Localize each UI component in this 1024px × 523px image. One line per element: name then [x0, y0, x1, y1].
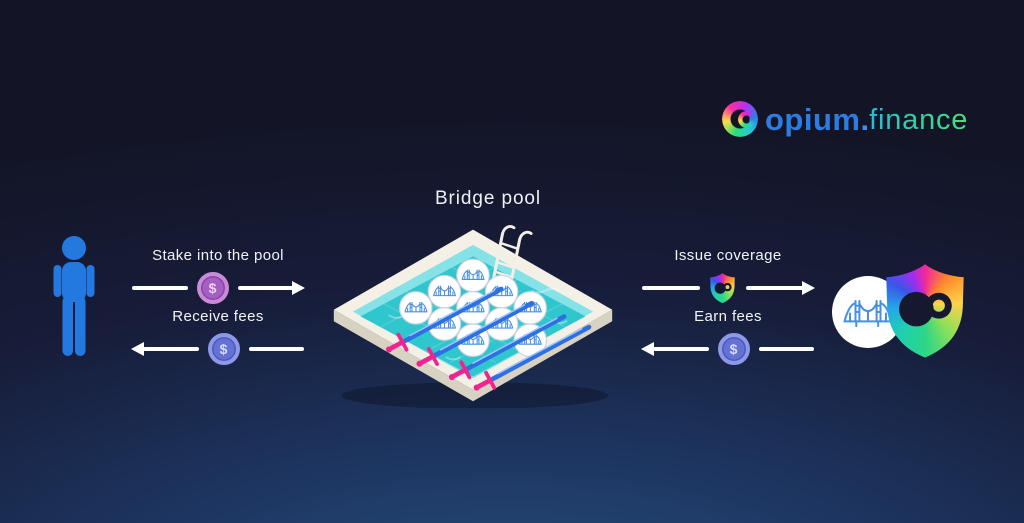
flow-earn: Earn fees $ — [641, 308, 814, 365]
sword-icon — [416, 300, 535, 367]
mark-inner-loop — [738, 111, 755, 128]
arrow-line — [642, 286, 700, 290]
flow-issue-label: Issue coverage — [674, 247, 782, 264]
flow-stake: Stake into the pool $ — [132, 247, 305, 304]
sword-icons — [385, 286, 592, 391]
opium-glyph-icon — [709, 272, 737, 305]
flow-stake-label: Stake into the pool — [152, 247, 284, 264]
pool-title: Bridge pool — [434, 188, 542, 209]
coverage-shield-icon — [709, 272, 737, 305]
flow-receive-label: Receive fees — [172, 308, 264, 325]
sword-icon — [473, 324, 592, 391]
arrow-head-right — [237, 281, 305, 295]
flow-stake-arrow: $ — [132, 272, 305, 304]
arrow-line — [758, 347, 814, 351]
arrow-line — [132, 286, 188, 290]
person-icon — [46, 236, 102, 367]
flow-earn-label: Earn fees — [694, 308, 762, 325]
bridge-pool-illustration — [330, 222, 616, 413]
opium-glyph-icon — [881, 259, 969, 361]
brand-logo: opium . finance — [722, 98, 968, 142]
arrow-head-right — [745, 281, 815, 295]
flow-receive-arrow: $ — [131, 333, 304, 365]
dollar-coin-icon: $ — [717, 333, 750, 365]
flow-issue: Issue coverage — [642, 247, 815, 305]
dollar-coin-icon: $ — [196, 272, 229, 304]
arrow-head-left — [641, 342, 709, 356]
flow-earn-arrow: $ — [641, 333, 814, 365]
brand-dot: . — [860, 102, 870, 137]
arrow-line — [248, 347, 304, 351]
brand-tld: finance — [869, 103, 969, 136]
dollar-coin-icon: $ — [207, 333, 240, 365]
flow-issue-arrow — [642, 272, 815, 305]
flow-receive: Receive fees $ — [131, 308, 304, 365]
sword-icon — [385, 286, 504, 353]
brand-word: opium — [765, 102, 861, 137]
sword-icon — [448, 314, 567, 381]
opium-mark-icon — [722, 101, 760, 139]
arrow-head-left — [131, 342, 199, 356]
bridge-icon — [843, 300, 893, 328]
coverage-shield-large — [881, 259, 969, 361]
